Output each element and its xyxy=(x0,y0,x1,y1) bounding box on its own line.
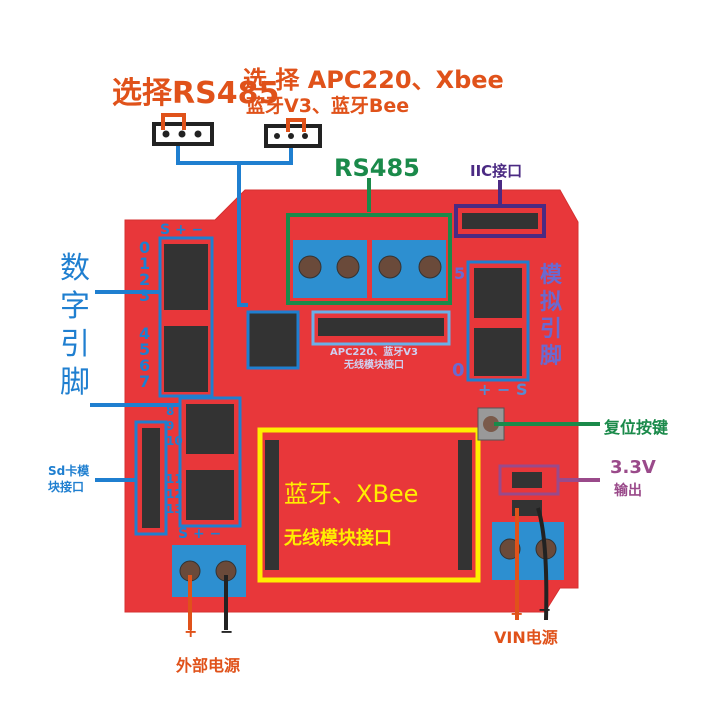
digital-pins-label: 数 字 引 脚 xyxy=(60,250,94,402)
label-line: Sd卡模 xyxy=(48,464,90,478)
select-apc-label-1: 选 择 APC220、Xbee xyxy=(243,66,504,94)
label-char: 数 xyxy=(60,251,90,286)
vin-power-label: VIN电源 xyxy=(494,628,558,647)
v33-label: 3.3V xyxy=(610,457,656,478)
external-minus: − xyxy=(220,622,234,641)
apc-interface-label: APC220、蓝牙V3 无线模块接口 xyxy=(330,346,418,372)
label-char: 字 xyxy=(60,289,90,324)
external-plus: + xyxy=(184,622,198,641)
pin-number: 11 xyxy=(166,472,183,486)
label-line: 无线模块接口 xyxy=(343,360,404,371)
reset-button-label: 复位按键 xyxy=(604,418,669,437)
pin-number: 5 xyxy=(139,340,151,359)
select-rs485-label: 选择RS485 xyxy=(112,76,280,111)
label-char: 引 xyxy=(60,327,90,362)
digital-header-label: S + − xyxy=(160,222,204,238)
pin-number: 9 xyxy=(166,419,175,433)
pin-number: 10 xyxy=(166,434,183,448)
label-char: 模 xyxy=(540,263,563,288)
pin-number: 4 xyxy=(139,324,151,343)
pin-number: 3 xyxy=(139,286,151,305)
label-char: 脚 xyxy=(60,365,90,400)
analog-pins-label: 模 拟 引 脚 xyxy=(540,262,566,370)
vin-plus: + xyxy=(510,604,524,623)
v33-output-label: 输出 xyxy=(614,483,642,499)
wireless-label-2: 无线模块接口 xyxy=(284,528,392,549)
iic-label: IIC接口 xyxy=(470,162,523,180)
analog-top-number: 5 xyxy=(454,264,466,283)
analog-footer-label: + − S xyxy=(478,380,528,399)
pin-number: 2 xyxy=(139,270,151,289)
label-line: APC220、蓝牙V3 xyxy=(330,347,418,358)
vin-minus: − xyxy=(538,600,552,619)
pin-number: 8 xyxy=(166,404,175,418)
label-char: 脚 xyxy=(540,344,563,369)
pin-number: 0 xyxy=(139,238,151,257)
select-apc-label-2: 蓝牙V3、蓝牙Bee xyxy=(246,95,410,117)
sd-module-label: Sd卡模 块接口 xyxy=(48,463,89,495)
external-power-label: 外部电源 xyxy=(176,656,241,675)
rs485-label: RS485 xyxy=(334,154,420,182)
analog-bottom-number: 0 xyxy=(452,360,465,381)
pin-number: 6 xyxy=(139,356,151,375)
power-header-label: S + − xyxy=(178,526,222,542)
pin-number: 7 xyxy=(139,372,151,391)
label-char: 引 xyxy=(540,317,563,342)
pin-number: 1 xyxy=(139,254,151,273)
wireless-label-1: 蓝牙、XBee xyxy=(284,480,419,508)
pin-number: 12 xyxy=(166,487,183,501)
pin-number: 13 xyxy=(166,502,183,516)
label-char: 拟 xyxy=(540,290,563,315)
label-line: 块接口 xyxy=(48,480,85,494)
